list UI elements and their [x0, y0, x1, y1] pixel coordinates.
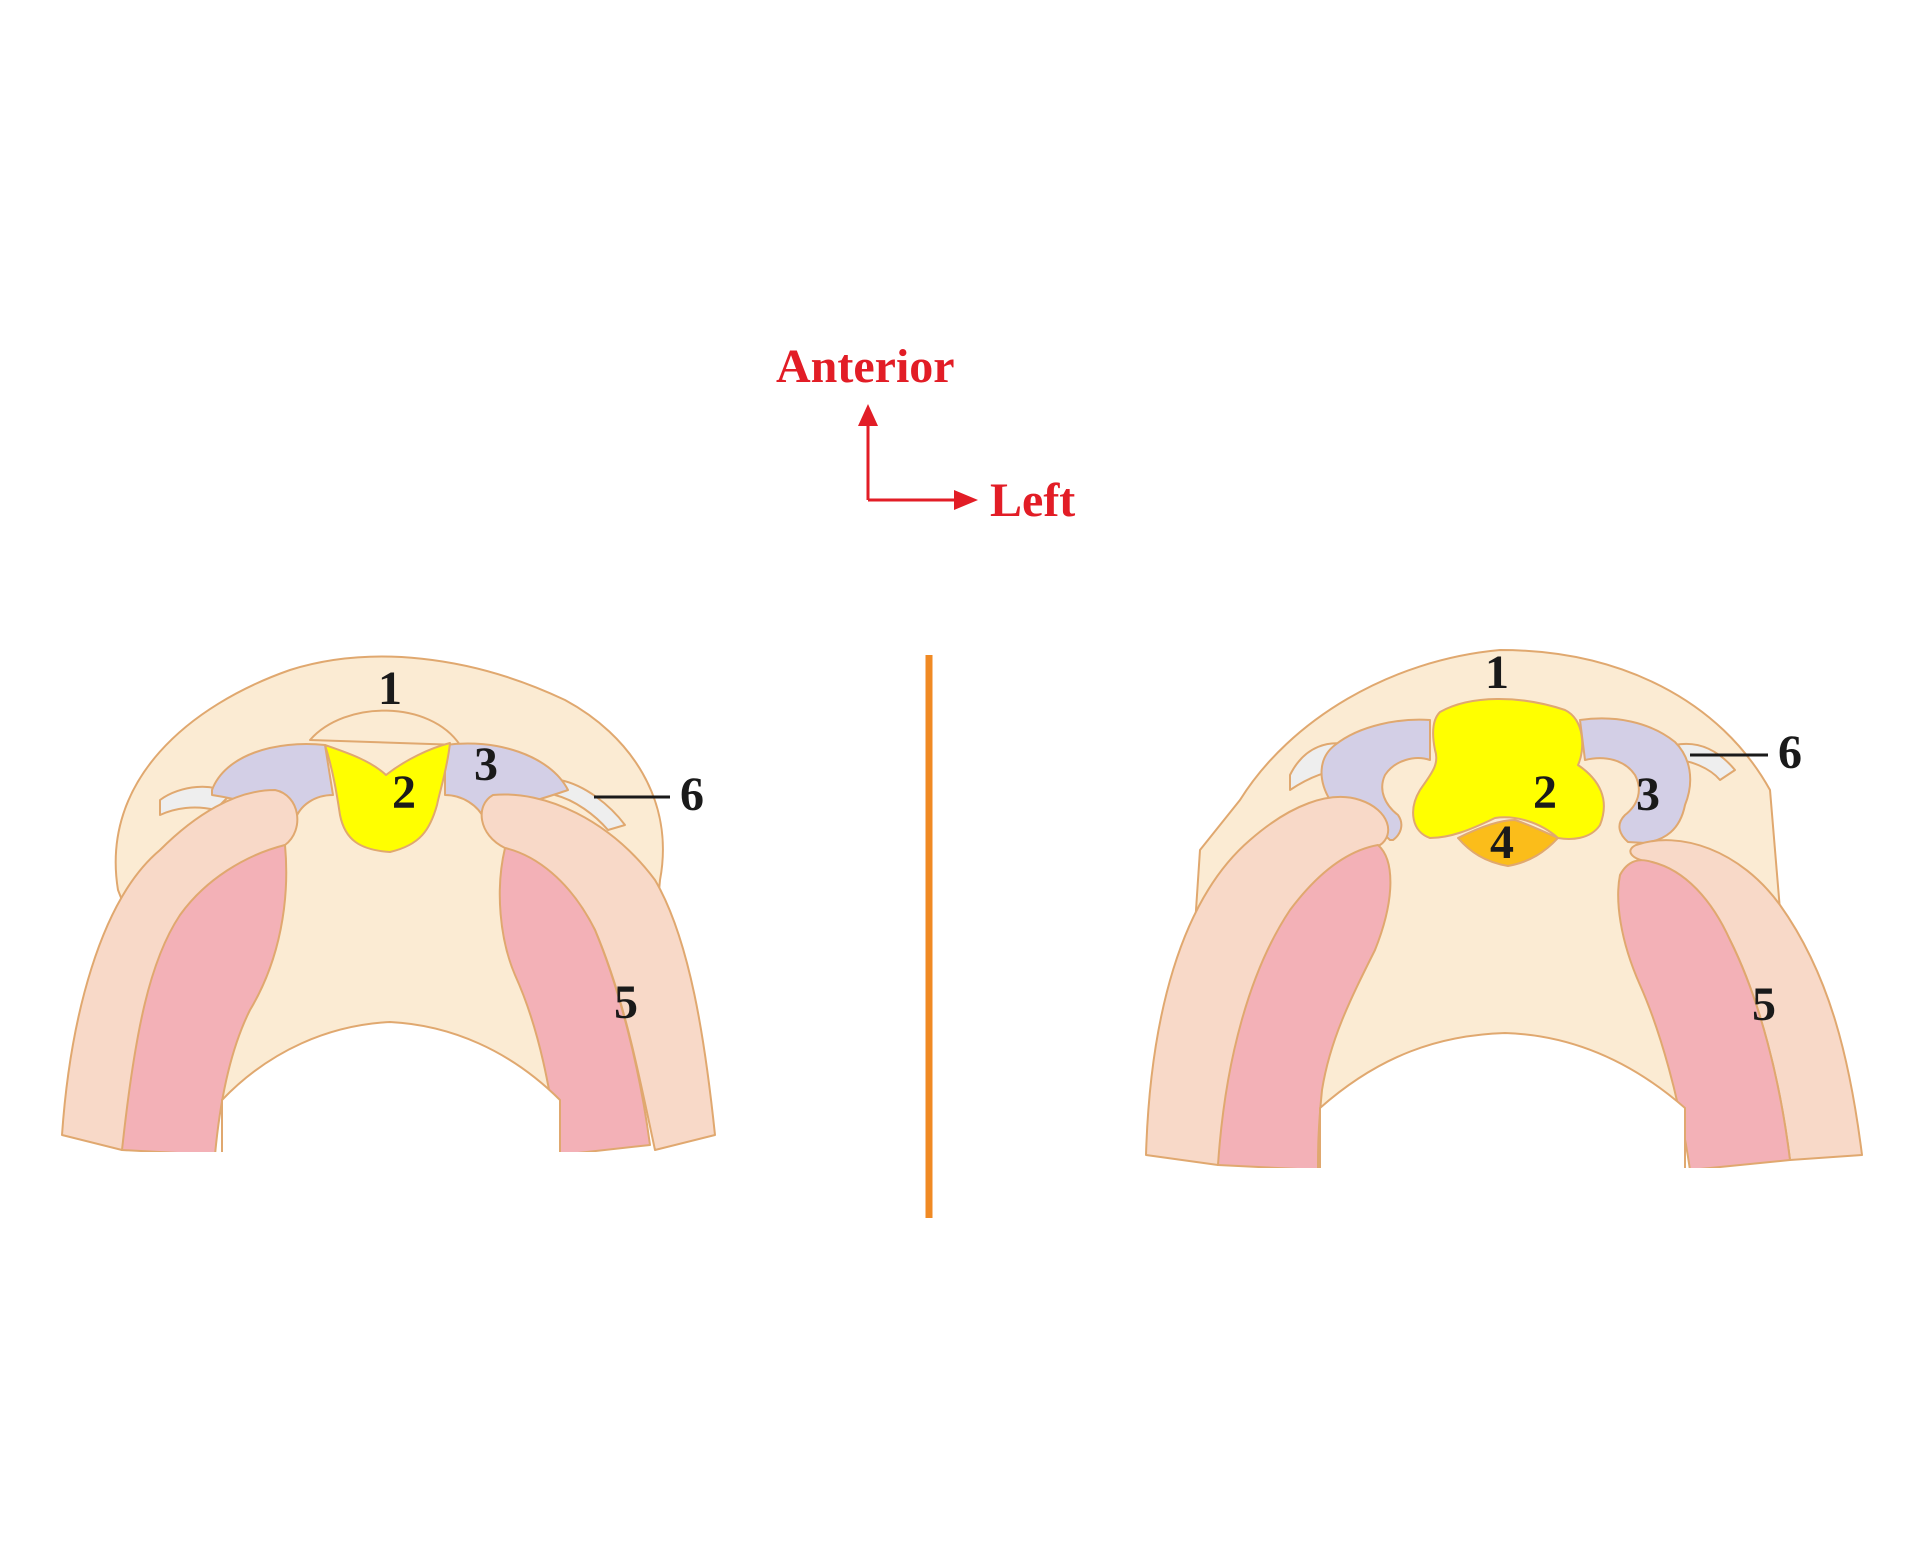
- right-label-4: 4: [1490, 816, 1514, 869]
- left-arrow-head: [954, 490, 978, 510]
- orientation-indicator: Anterior Left: [776, 340, 1075, 527]
- left-inner-oval: [309, 709, 461, 746]
- left-label-1: 1: [378, 662, 402, 715]
- anterior-label: Anterior: [776, 340, 955, 393]
- right-inner-hollow: [1319, 1032, 1686, 1181]
- left-muscle-right: [498, 847, 651, 1156]
- right-figure: [1130, 649, 1890, 1208]
- right-bottom-mask: [1130, 1168, 1890, 1208]
- right-label-2: 2: [1533, 766, 1557, 819]
- left-label-2: 2: [392, 766, 416, 819]
- right-figure-labels: 1 2 3 4 5 6: [1485, 646, 1802, 1031]
- right-yellow-center: [1412, 698, 1605, 840]
- left-label: Left: [990, 474, 1075, 527]
- right-label-6: 6: [1778, 726, 1802, 779]
- anterior-arrow-head: [858, 404, 878, 426]
- left-figure-labels: 1 2 3 5 6: [378, 662, 704, 1029]
- right-label-5: 5: [1752, 978, 1776, 1031]
- left-label-6: 6: [680, 768, 704, 821]
- right-label-3: 3: [1636, 768, 1660, 821]
- left-bottom-mask: [40, 1152, 740, 1192]
- left-inner-hollow: [221, 1021, 561, 1171]
- left-thin-pad-right: [554, 779, 626, 831]
- right-label-1: 1: [1485, 646, 1509, 699]
- left-label-5: 5: [614, 976, 638, 1029]
- left-label-3: 3: [474, 738, 498, 791]
- right-orange-small: [1457, 819, 1559, 867]
- left-yellow-center: [324, 742, 451, 853]
- left-figure: [40, 655, 740, 1192]
- right-muscle-left: [1217, 844, 1392, 1171]
- left-muscle-left: [121, 844, 288, 1156]
